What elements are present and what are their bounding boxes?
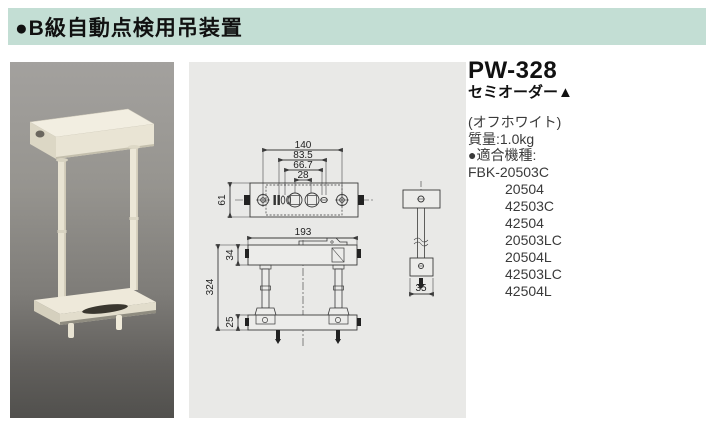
dim-35: 35: [415, 283, 427, 294]
bottom-bar: [34, 288, 156, 338]
compat-model-item: 20504L: [505, 248, 552, 265]
dim-61: 61: [217, 194, 228, 206]
compat-model-item: 42504L: [505, 282, 552, 299]
compat-model-item: 20503LC: [505, 231, 562, 248]
dim-193: 193: [295, 227, 312, 238]
compat-model-item: 42504: [505, 214, 544, 231]
dim-83-5: 83.5: [293, 150, 313, 161]
dim-28: 28: [297, 170, 309, 181]
product-photo-rendering: [29, 108, 156, 338]
base-slot: [82, 304, 128, 314]
dim-140: 140: [295, 140, 312, 151]
dim-25: 25: [225, 316, 236, 328]
section-header: ●B級自動点検用吊装置: [8, 8, 706, 45]
color-note: (オフホワイト): [468, 114, 562, 130]
left-peg: [68, 323, 74, 338]
product-photo: [10, 62, 174, 418]
dimension-drawing-svg: 140 83.5 66.7 28 61 193: [205, 140, 441, 346]
side-view: 35: [402, 181, 441, 297]
compat-model-item: 20504: [505, 180, 544, 197]
compat-model-item: 42503C: [505, 197, 555, 214]
weight: 質量:1.0kg: [468, 130, 535, 147]
dim-324: 324: [205, 278, 216, 295]
model-number: PW-328: [468, 57, 558, 84]
product-info: PW-328 セミオーダー▲ (オフホワイト) 質量:1.0kg ●適合機種: …: [468, 58, 708, 300]
top-bar: [29, 108, 155, 162]
mount-hole: [35, 130, 45, 138]
compat-heading: ●適合機種:: [468, 147, 537, 163]
compat-model-list: FBK-20503C 20504 42503C 42504 20503LC 20…: [468, 164, 708, 300]
front-view: 193 34: [205, 227, 361, 346]
dim-66-7: 66.7: [293, 160, 313, 171]
dim-34: 34: [225, 249, 236, 261]
order-type: セミオーダー▲: [468, 84, 573, 101]
compat-model-item: 42503LC: [505, 265, 562, 282]
dimension-drawing: 140 83.5 66.7 28 61 193: [189, 62, 466, 418]
plan-view: 140 83.5 66.7 28 61: [217, 140, 373, 218]
section-title: ●B級自動点検用吊装置: [15, 16, 243, 40]
right-peg: [116, 315, 122, 330]
compat-model-item: FBK-20503C: [468, 163, 549, 180]
